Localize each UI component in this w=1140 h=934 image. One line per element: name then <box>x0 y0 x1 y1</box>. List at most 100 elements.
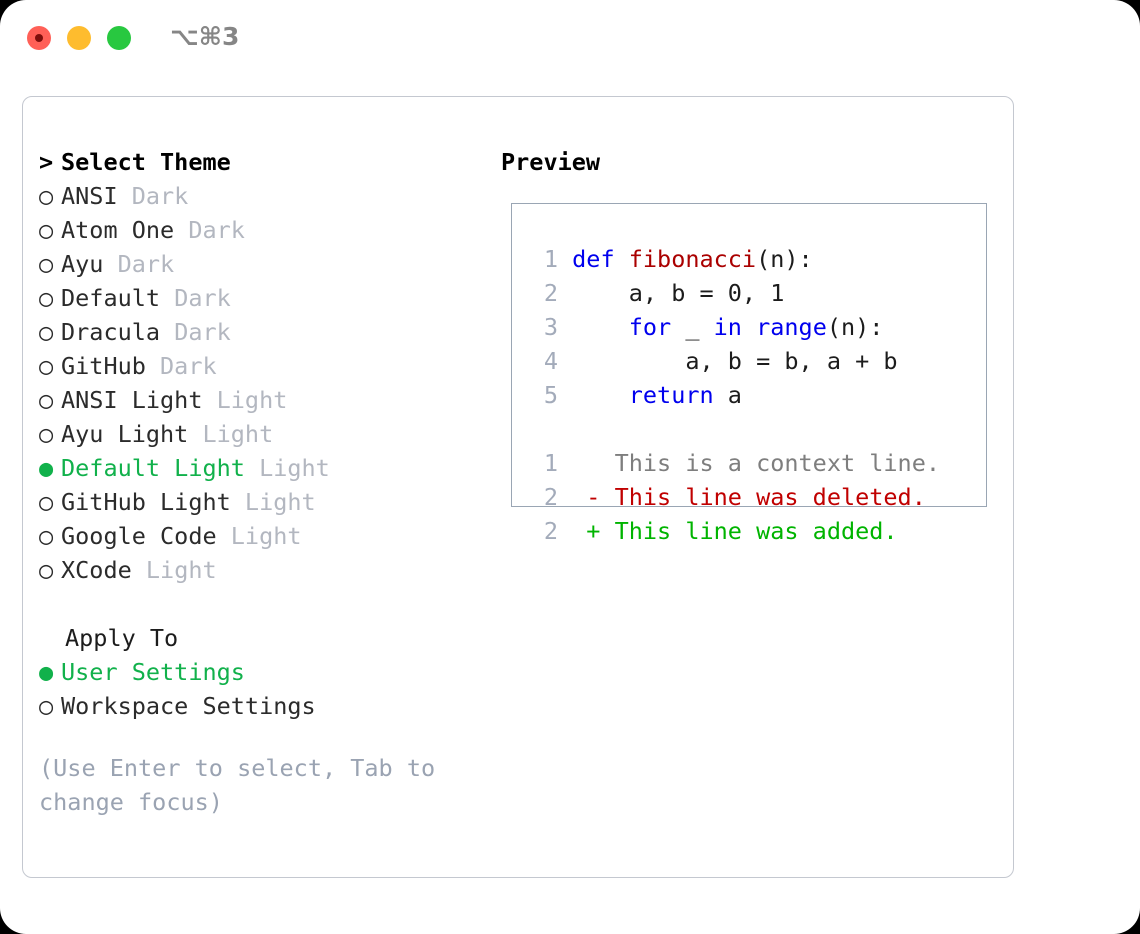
code-line: 3 for _ in range(n): <box>538 310 940 344</box>
theme-list-item[interactable]: ○Google Code Light <box>39 519 489 553</box>
apply-to-option-label: User Settings <box>61 658 245 686</box>
theme-list-item[interactable]: ○Default Dark <box>39 281 489 315</box>
theme-name-label: XCode <box>61 556 132 584</box>
line-number: 2 <box>543 483 558 511</box>
code-token: (n): <box>826 313 884 341</box>
theme-list-item[interactable]: ○Ayu Light Light <box>39 417 489 451</box>
code-line: 1 def fibonacci(n): <box>538 242 940 276</box>
select-theme-heading-label: Select Theme <box>61 148 231 176</box>
radio-unselected-icon: ○ <box>39 250 54 278</box>
radio-unselected-icon: ○ <box>39 216 54 244</box>
diff-line: 2 - This line was deleted. <box>538 480 940 514</box>
code-token <box>572 381 629 409</box>
code-token: def <box>572 245 629 273</box>
theme-variant-tag: Light <box>244 454 330 482</box>
theme-name-label: Ayu Light <box>61 420 189 448</box>
diff-marker: - <box>558 483 615 511</box>
theme-variant-tag: Dark <box>174 216 245 244</box>
code-line: 5 return a <box>538 378 940 412</box>
theme-variant-tag: Light <box>230 488 316 516</box>
maximize-window-button[interactable] <box>107 26 131 50</box>
radio-unselected-icon: ○ <box>39 352 54 380</box>
code-token: a, b = b, a + b <box>572 347 898 375</box>
theme-list-item[interactable]: ○GitHub Light Light <box>39 485 489 519</box>
theme-list-column: >Select Theme ○ANSI Dark○Atom One Dark○A… <box>39 145 489 819</box>
radio-unselected-icon: ○ <box>39 182 54 210</box>
theme-variant-tag: Dark <box>103 250 175 278</box>
code-token: in <box>713 313 742 341</box>
theme-name-label: ANSI <box>61 182 118 210</box>
radio-unselected-icon: ○ <box>39 386 54 414</box>
help-text: (Use Enter to select, Tab to change focu… <box>39 754 436 816</box>
line-number: 2 <box>543 517 558 545</box>
diff-line: 2 + This line was added. <box>538 514 940 548</box>
line-number: 5 <box>543 381 558 409</box>
theme-variant-tag: Dark <box>117 182 189 210</box>
radio-unselected-icon: ○ <box>39 284 54 312</box>
theme-list-item[interactable]: ○ANSI Dark <box>39 179 489 213</box>
code-token: a, b = 0, 1 <box>572 279 785 307</box>
apply-to-option-label: Workspace Settings <box>61 692 316 720</box>
radio-unselected-icon: ○ <box>39 488 54 516</box>
diff-text: This line was added. <box>614 517 898 545</box>
theme-list-item[interactable]: ○GitHub Dark <box>39 349 489 383</box>
apply-to-option[interactable]: ○Workspace Settings <box>39 689 489 723</box>
title-bar: ⌥⌘3 <box>0 0 1140 78</box>
theme-name-label: ANSI Light <box>61 386 203 414</box>
radio-unselected-icon: ○ <box>39 556 54 584</box>
theme-variant-tag: Dark <box>160 284 231 312</box>
theme-list-item[interactable]: ○ANSI Light Light <box>39 383 489 417</box>
theme-variant-tag: Dark <box>145 352 217 380</box>
list-spacer <box>39 587 489 621</box>
diff-marker <box>558 449 615 477</box>
code-token <box>572 313 629 341</box>
theme-name-label: Default <box>61 284 161 312</box>
apply-to-list: ●User Settings○Workspace Settings <box>39 655 489 723</box>
preview-title: Preview <box>501 148 601 176</box>
theme-list: ○ANSI Dark○Atom One Dark○Ayu Dark○Defaul… <box>39 179 489 587</box>
theme-list-item[interactable]: ○Ayu Dark <box>39 247 489 281</box>
radio-unselected-icon: ○ <box>39 318 54 346</box>
theme-name-label: Atom One <box>61 216 175 244</box>
theme-name-label: GitHub Light <box>61 488 231 516</box>
theme-variant-tag: Light <box>188 420 274 448</box>
diff-text: This line was deleted. <box>614 483 926 511</box>
theme-name-label: Ayu <box>61 250 104 278</box>
radio-selected-icon: ● <box>39 658 54 686</box>
theme-list-item[interactable]: ●Default Light Light <box>39 451 489 485</box>
close-window-button[interactable] <box>27 26 51 50</box>
theme-name-label: Dracula <box>61 318 161 346</box>
theme-variant-tag: Light <box>131 556 217 584</box>
radio-unselected-icon: ○ <box>39 420 54 448</box>
diff-marker: + <box>558 517 615 545</box>
code-line: 4 a, b = b, a + b <box>538 344 940 378</box>
line-number: 4 <box>543 347 558 375</box>
code-token: return <box>628 381 714 409</box>
apply-to-option[interactable]: ●User Settings <box>39 655 489 689</box>
code-line: 2 a, b = 0, 1 <box>538 276 940 310</box>
line-number: 1 <box>543 245 558 273</box>
diff-text: This is a context line. <box>614 449 941 477</box>
apply-to-heading: Apply To <box>65 624 179 652</box>
theme-list-item[interactable]: ○Dracula Dark <box>39 315 489 349</box>
code-diff-separator <box>538 412 940 446</box>
theme-name-label: Default Light <box>61 454 245 482</box>
code-token: range <box>756 313 827 341</box>
theme-name-label: Google Code <box>61 522 217 550</box>
theme-selector-panel: >Select Theme ○ANSI Dark○Atom One Dark○A… <box>22 96 1014 878</box>
keyboard-shortcut-label: ⌥⌘3 <box>170 22 240 51</box>
select-theme-heading: >Select Theme <box>39 145 489 179</box>
line-number: 1 <box>543 449 558 477</box>
radio-selected-icon: ● <box>39 454 54 482</box>
theme-list-item[interactable]: ○XCode Light <box>39 553 489 587</box>
line-number: 3 <box>543 313 558 341</box>
theme-name-label: GitHub <box>61 352 146 380</box>
line-number: 2 <box>543 279 558 307</box>
minimize-window-button[interactable] <box>67 26 91 50</box>
code-token: (n): <box>756 245 813 273</box>
theme-variant-tag: Light <box>202 386 288 414</box>
theme-list-item[interactable]: ○Atom One Dark <box>39 213 489 247</box>
